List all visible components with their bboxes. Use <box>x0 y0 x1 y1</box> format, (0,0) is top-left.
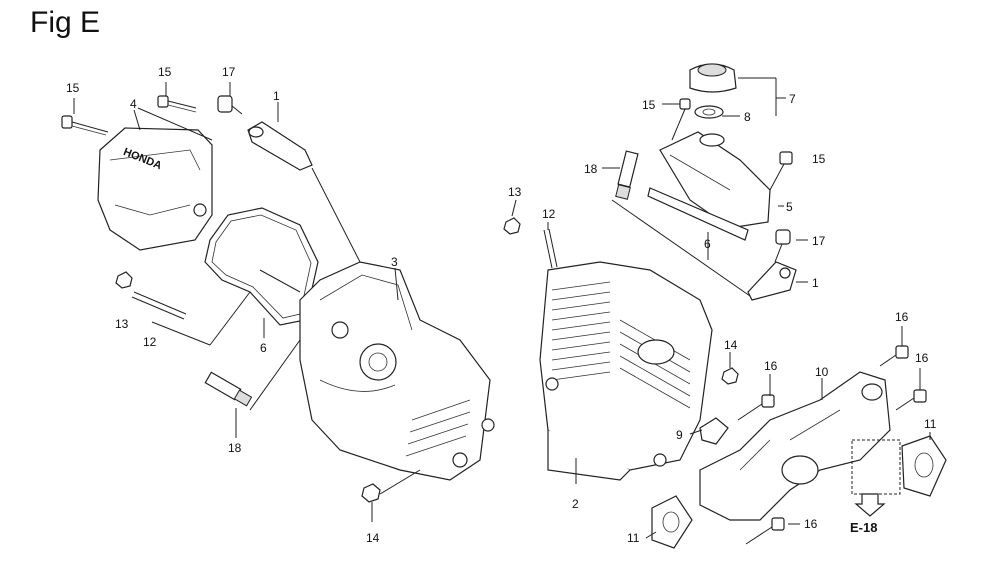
callout-18-left: 18 <box>228 441 242 455</box>
callout-16-bottom: 16 <box>804 517 818 531</box>
figure-title: Fig E <box>30 6 101 39</box>
callout-6-left: 6 <box>260 341 267 355</box>
callout-5: 5 <box>786 200 793 214</box>
callout-14-left: 14 <box>366 531 380 545</box>
bolt-15-upper-right <box>671 98 691 141</box>
reference-e18-label: E-18 <box>850 520 877 535</box>
gasket-6-right <box>647 187 749 241</box>
callout-labels: 15 15 17 4 1 3 13 12 6 18 14 7 8 15 18 1… <box>66 65 937 545</box>
callout-2: 2 <box>572 497 579 511</box>
spark-plug-18-left <box>204 371 253 407</box>
bolt-16-right <box>895 389 927 411</box>
bolt-15-right <box>769 151 793 191</box>
intake-manifold-10 <box>699 371 891 521</box>
bolt-15-top <box>157 95 197 113</box>
valve-cover-4: HONDA <box>97 127 213 251</box>
reference-e18-box: E-18 <box>850 439 901 535</box>
callout-1-right: 1 <box>812 276 819 290</box>
breather-plate-1-right <box>747 261 797 301</box>
bolt-15-left <box>61 115 109 136</box>
callout-1-left: 1 <box>273 89 280 103</box>
callout-15-right: 15 <box>812 152 826 166</box>
callout-13-left: 13 <box>115 317 129 331</box>
leader-lines-right <box>511 77 931 539</box>
breather-plate-1-left <box>247 121 313 171</box>
callout-12-left: 12 <box>143 335 157 349</box>
callout-7: 7 <box>789 92 796 106</box>
callout-16-top-right: 16 <box>895 310 909 324</box>
bolt-16-top-right <box>879 345 909 367</box>
callout-14-right: 14 <box>724 338 738 352</box>
leader-lines-left <box>73 82 421 522</box>
gasket-11-right <box>901 435 947 497</box>
washer-8 <box>694 105 724 119</box>
nut-13-right <box>503 217 521 235</box>
callout-18-right: 18 <box>584 162 598 176</box>
cylinder-head-3 <box>299 261 495 481</box>
callout-17-left: 17 <box>222 65 236 79</box>
callout-11-bottom: 11 <box>627 531 640 545</box>
callout-12-right: 12 <box>542 207 556 221</box>
callout-6-right: 6 <box>704 237 711 251</box>
callout-16-right: 16 <box>915 351 929 365</box>
callout-9: 9 <box>676 428 683 442</box>
callout-13-right: 13 <box>508 185 522 199</box>
callout-3: 3 <box>391 255 398 269</box>
nut-14-left <box>361 483 381 503</box>
callout-15-left: 15 <box>66 81 80 95</box>
callout-4: 4 <box>130 97 137 111</box>
spark-plug-18-right <box>615 150 639 200</box>
bolt-16-bottom <box>745 517 785 545</box>
callout-11-right: 11 <box>924 417 937 431</box>
gasket-11-bottom <box>651 495 693 549</box>
bolt-17-left <box>217 95 243 115</box>
callout-8: 8 <box>744 110 751 124</box>
callout-16-middle: 16 <box>764 359 778 373</box>
bracket-9 <box>699 417 729 445</box>
callout-15-upper-right: 15 <box>642 98 656 112</box>
callout-15-top: 15 <box>158 65 172 79</box>
callout-10: 10 <box>815 365 829 379</box>
nut-14-right <box>721 367 739 385</box>
stud-12-right <box>543 228 558 269</box>
nut-13-left <box>115 271 133 289</box>
oil-cap-7 <box>689 63 737 93</box>
bolt-17-right <box>774 229 791 263</box>
callout-17-right: 17 <box>812 234 826 248</box>
bolt-16-middle <box>737 394 775 421</box>
cylinder-2 <box>539 261 713 481</box>
valve-cover-5 <box>659 131 771 229</box>
stud-12-left <box>131 291 187 320</box>
